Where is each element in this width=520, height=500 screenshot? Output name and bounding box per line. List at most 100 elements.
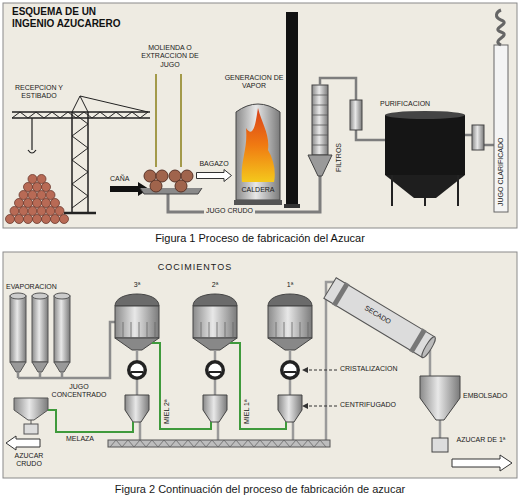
cane-pile <box>46 191 55 200</box>
station-label: PURIFICACION <box>380 100 430 108</box>
figure-caption: Figura 1 Proceso de fabricación del Azuc… <box>0 232 520 245</box>
flow-label: CAÑA <box>110 175 129 183</box>
panel-frame <box>3 252 517 478</box>
cane-pile <box>42 183 51 192</box>
molasses-line <box>48 410 133 432</box>
evaporator <box>10 293 115 378</box>
chimney <box>284 12 300 208</box>
dryer <box>332 282 350 307</box>
mill <box>150 180 162 192</box>
cane-pile <box>46 207 55 216</box>
mill <box>175 180 187 192</box>
centrifuge <box>278 395 302 422</box>
molasses-line <box>152 343 211 429</box>
cane-pile <box>28 175 37 184</box>
cane-pile <box>42 215 51 224</box>
vacuum-pan <box>268 294 312 306</box>
cane-pile <box>55 207 64 216</box>
flow-label: MIEL 1ª <box>243 399 251 424</box>
chimney <box>286 12 298 206</box>
filter <box>308 78 385 176</box>
pointer-arrow <box>302 403 308 409</box>
flow-label: MELAZA <box>66 435 94 443</box>
station-label: SECADO <box>363 304 393 326</box>
crystallizer <box>205 360 225 380</box>
filter <box>312 95 328 145</box>
clarifier-tank <box>392 175 458 206</box>
screw-conveyor <box>108 440 330 447</box>
centrifuge <box>125 395 302 422</box>
cane-pile <box>33 215 42 224</box>
filter <box>312 85 328 155</box>
cane-pile <box>33 183 42 192</box>
arrow-node: BAGAZO <box>196 160 232 182</box>
raw-sugar-tank <box>6 398 48 450</box>
cane-pile <box>37 175 46 184</box>
crystallizer <box>131 364 144 377</box>
crane <box>28 118 36 153</box>
equipment-label: FILTROS <box>335 143 343 172</box>
clarifier-tank <box>385 111 494 206</box>
flow-label: JUGO CRUDO <box>204 207 255 215</box>
step-label: CENTRIFUGADO <box>340 401 396 409</box>
mill <box>140 188 202 194</box>
boiler <box>242 108 275 182</box>
crane <box>72 112 88 208</box>
station-label: EMBOLSADO <box>463 392 507 400</box>
cane-pile <box>19 207 28 216</box>
crystallizer <box>284 364 297 377</box>
station-label: GENERACION DE VAPOR <box>224 74 284 91</box>
vacuum-pan <box>115 294 159 306</box>
screw-conveyor <box>108 440 330 447</box>
figure-title: ESQUEMA DE UN INGENIO AZUCARERO <box>12 6 124 30</box>
evaporator <box>54 296 70 362</box>
arrow-shape <box>196 169 232 182</box>
clarifier-tank <box>472 125 484 150</box>
cane-pile <box>60 215 69 224</box>
arrow-shape <box>197 170 232 182</box>
figure-caption: Figura 2 Continuación del proceso de fab… <box>0 483 520 496</box>
bagging-hopper <box>452 455 512 471</box>
leader-line <box>156 74 181 167</box>
cane-pile <box>19 191 28 200</box>
cane-pile <box>51 215 60 224</box>
crane <box>64 212 96 215</box>
raw-sugar-tank <box>31 420 32 424</box>
section-label: COCIMIENTOS <box>150 262 240 273</box>
cane-pile <box>15 199 24 208</box>
boiler <box>234 104 282 205</box>
vacuum-pan <box>268 306 312 338</box>
cane-pile <box>37 207 46 216</box>
molasses-line <box>48 343 286 432</box>
cane-pile <box>33 199 42 208</box>
panel-frame <box>3 3 517 228</box>
filter <box>308 155 332 176</box>
raw-sugar-tank <box>6 436 40 450</box>
product-label: AZUCAR DE 1ª <box>456 436 506 444</box>
evaporator <box>32 293 48 299</box>
node-text: BAGAZO <box>196 160 232 168</box>
dryer <box>323 277 438 360</box>
clarified-juice-pipe <box>494 45 508 212</box>
crane <box>12 96 150 213</box>
flow-label: JUGO CONCENTRADO <box>50 383 108 400</box>
evaporator <box>10 296 26 362</box>
clarified-juice-pipe <box>496 10 504 45</box>
leader-line <box>156 74 181 167</box>
clarifier-tank <box>385 115 465 175</box>
cane-pile <box>10 207 19 216</box>
crystallizer <box>280 360 300 380</box>
evaporator <box>10 293 26 299</box>
evaporator <box>32 296 48 362</box>
crystallizer <box>209 371 221 373</box>
dryer <box>420 335 438 359</box>
clarified-juice-pipe <box>494 10 508 212</box>
centrifuge <box>125 395 149 422</box>
raw-sugar-tank <box>14 398 48 420</box>
crane <box>72 96 148 112</box>
boiler <box>234 200 282 205</box>
cane-pile <box>28 207 37 216</box>
mill <box>140 170 202 194</box>
product-label: AZUCAR CRUDO <box>4 452 54 469</box>
